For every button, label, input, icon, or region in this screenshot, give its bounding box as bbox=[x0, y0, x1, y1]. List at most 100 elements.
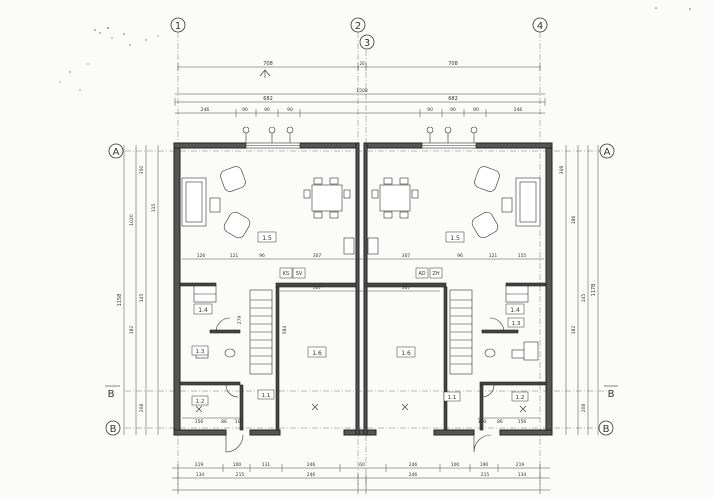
top-dimension-chains: 708 20 708 1508 682 682 246 90 90 90 90 … bbox=[174, 61, 546, 117]
svg-text:145: 145 bbox=[139, 294, 145, 303]
stairs-right bbox=[449, 289, 473, 375]
svg-text:246: 246 bbox=[307, 472, 316, 478]
pencil-marks bbox=[59, 7, 691, 91]
axis-bubble-a-left: A bbox=[108, 143, 124, 159]
svg-text:100: 100 bbox=[478, 419, 487, 425]
svg-text:190: 190 bbox=[480, 462, 489, 468]
left-dimension-chains: 1158 1020 182 350 145 208 115 bbox=[117, 145, 159, 435]
room-tag-1-4: 1.4 bbox=[193, 303, 213, 315]
svg-text:219: 219 bbox=[516, 462, 525, 468]
sofa-right bbox=[515, 177, 541, 227]
svg-text:307: 307 bbox=[313, 285, 322, 291]
dim-label: 682 bbox=[448, 96, 458, 102]
svg-text:2: 2 bbox=[355, 21, 361, 32]
svg-text:B: B bbox=[110, 424, 117, 435]
room-tag-1-1-left: 1.1 bbox=[257, 389, 275, 400]
axis-bubble-3: 3 bbox=[359, 34, 375, 50]
right-dimension-chains: 308 186 182 145 208 1178 bbox=[559, 145, 599, 435]
dining-table-left bbox=[303, 177, 351, 219]
svg-text:131: 131 bbox=[262, 462, 271, 468]
svg-text:4: 4 bbox=[537, 21, 543, 32]
svg-text:219: 219 bbox=[195, 462, 204, 468]
svg-text:155: 155 bbox=[518, 253, 527, 259]
svg-text:208: 208 bbox=[581, 404, 587, 413]
room-tag-1-5-left: 1.5 bbox=[257, 231, 277, 243]
dim-label: 90 bbox=[450, 107, 456, 113]
svg-text:96: 96 bbox=[259, 253, 265, 259]
svg-text:182: 182 bbox=[129, 326, 135, 335]
svg-text:307: 307 bbox=[313, 253, 322, 259]
svg-text:307: 307 bbox=[402, 253, 411, 259]
top-windows bbox=[245, 142, 477, 149]
axis-bubble-b-left: B bbox=[105, 420, 121, 436]
svg-text:SV: SV bbox=[296, 271, 303, 277]
room-tag-1-3-left: 1.3 bbox=[191, 345, 209, 356]
coffee-table-right bbox=[501, 197, 513, 213]
room-tag-1-4-right: 1.4 bbox=[505, 303, 525, 315]
svg-text:60: 60 bbox=[359, 462, 365, 468]
svg-text:121: 121 bbox=[230, 253, 239, 259]
electrical-outlets bbox=[242, 126, 478, 143]
garage-door-markers bbox=[195, 403, 527, 413]
svg-text:1.2: 1.2 bbox=[196, 399, 205, 405]
party-wall bbox=[355, 142, 368, 436]
wardrobe-left bbox=[193, 285, 217, 303]
svg-text:100: 100 bbox=[235, 419, 244, 425]
svg-text:A: A bbox=[604, 147, 611, 158]
svg-text:1.4: 1.4 bbox=[510, 307, 520, 314]
svg-text:215: 215 bbox=[481, 472, 490, 478]
svg-text:307: 307 bbox=[402, 285, 411, 291]
svg-text:246: 246 bbox=[409, 472, 418, 478]
svg-text:1.4: 1.4 bbox=[198, 307, 208, 314]
axis-bubble-b-right: B bbox=[598, 420, 614, 436]
svg-text:134: 134 bbox=[518, 472, 527, 478]
axis-marker-b-prime-right: B bbox=[604, 385, 618, 400]
svg-text:AD: AD bbox=[418, 271, 425, 277]
appliance-tag-ad: AD bbox=[415, 267, 429, 279]
appliance-tag-ks: KS bbox=[279, 267, 293, 279]
svg-text:584: 584 bbox=[282, 326, 288, 335]
svg-text:1.2: 1.2 bbox=[516, 395, 525, 401]
inner-dimensions: 126 121 96 307 307 96 121 155 307 307 27… bbox=[182, 253, 544, 425]
dim-label: 20 bbox=[359, 61, 365, 66]
svg-text:1158: 1158 bbox=[117, 294, 123, 307]
dim-label: 708 bbox=[448, 61, 458, 67]
interior-walls bbox=[179, 282, 547, 431]
dim-label: 1508 bbox=[356, 88, 368, 94]
svg-text:100: 100 bbox=[233, 462, 242, 468]
dim-label: 246 bbox=[201, 107, 210, 113]
stairs-left bbox=[249, 289, 273, 375]
svg-text:246: 246 bbox=[307, 462, 316, 468]
svg-text:279: 279 bbox=[237, 316, 243, 325]
svg-text:156: 156 bbox=[518, 419, 527, 425]
svg-text:246: 246 bbox=[409, 462, 418, 468]
svg-text:1178: 1178 bbox=[591, 284, 597, 297]
svg-text:1.6: 1.6 bbox=[312, 350, 322, 357]
svg-text:186: 186 bbox=[571, 216, 577, 225]
svg-text:121: 121 bbox=[489, 253, 498, 259]
svg-text:308: 308 bbox=[559, 166, 565, 175]
room-tag-1-3-right: 1.3 bbox=[507, 317, 525, 328]
svg-text:ZH: ZH bbox=[432, 271, 439, 277]
dim-label: 708 bbox=[263, 61, 273, 67]
axis-bubble-2: 2 bbox=[350, 17, 366, 33]
wardrobe-right bbox=[505, 285, 529, 303]
axis-bubble-4: 4 bbox=[532, 17, 548, 33]
room-tag-1-6-right: 1.6 bbox=[396, 346, 416, 358]
dim-label: 90 bbox=[473, 107, 479, 113]
room-tag-1-1-right: 1.1 bbox=[443, 391, 461, 402]
svg-text:100: 100 bbox=[451, 462, 460, 468]
svg-text:1.6: 1.6 bbox=[401, 350, 411, 357]
north-arrow bbox=[259, 69, 271, 78]
room-tag-1-6-left: 1.6 bbox=[307, 346, 327, 358]
dim-label: 682 bbox=[263, 96, 273, 102]
door-swings bbox=[215, 317, 505, 453]
svg-text:B: B bbox=[108, 389, 115, 400]
axis-marker-b-prime-left: B bbox=[105, 385, 120, 400]
svg-text:350: 350 bbox=[139, 166, 145, 175]
svg-text:B: B bbox=[603, 424, 610, 435]
svg-text:1.3: 1.3 bbox=[512, 321, 521, 327]
svg-text:1.5: 1.5 bbox=[450, 235, 460, 242]
svg-text:86: 86 bbox=[221, 419, 227, 425]
